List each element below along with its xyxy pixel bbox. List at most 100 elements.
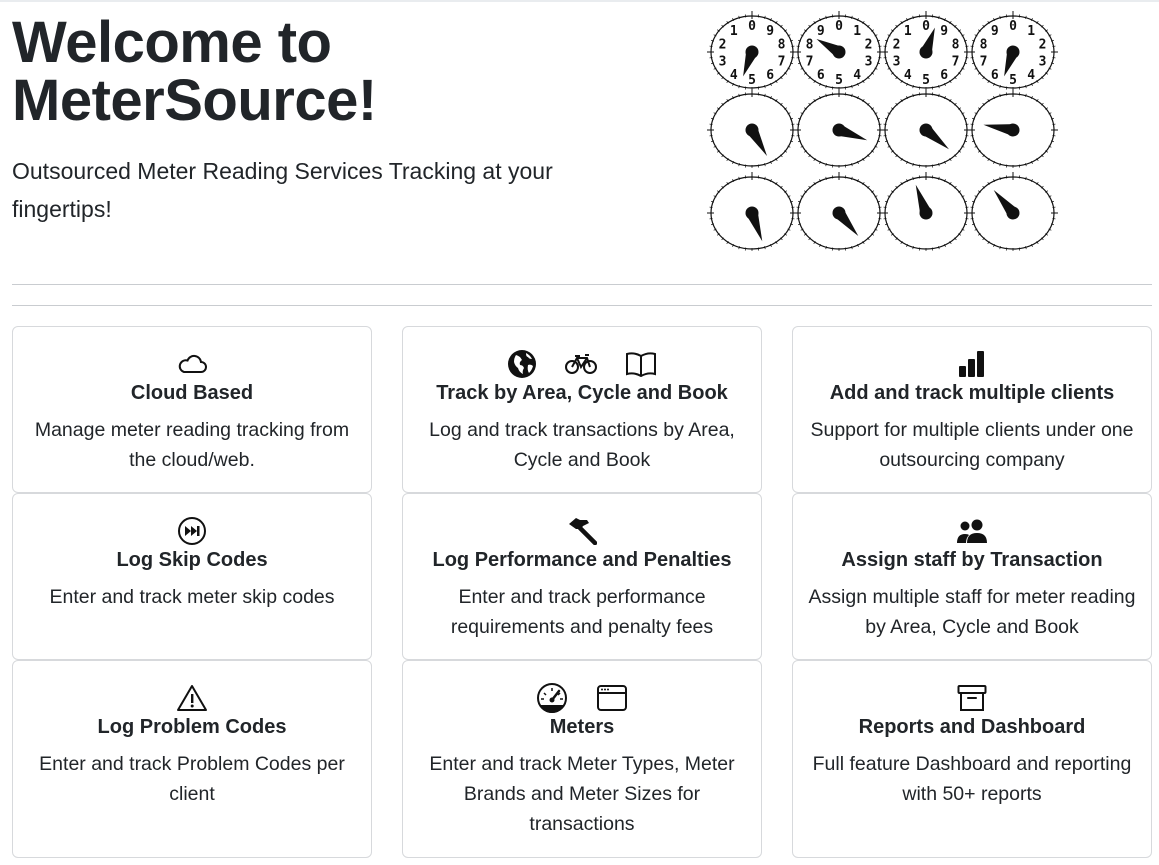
dial-number: 6 (940, 68, 948, 83)
meter-dial (707, 89, 797, 168)
dial-number: 4 (1027, 68, 1035, 83)
globe-icon (507, 349, 537, 379)
top-border (0, 0, 1159, 2)
meter-dial (881, 89, 971, 168)
meter-dial (794, 172, 884, 251)
meter-dial (881, 172, 971, 251)
feature-title: Log Skip Codes (116, 549, 268, 571)
feature-title: Assign staff by Transaction (841, 549, 1103, 571)
dial-number: 7 (980, 54, 988, 69)
feature-card-problem-codes: Log Problem Codes Enter and track Proble… (12, 660, 372, 858)
bicycle-icon (565, 353, 597, 375)
dial-number: 8 (778, 38, 786, 53)
divider (12, 305, 1152, 306)
feature-card-multiple-clients: Add and track multiple clients Support f… (792, 326, 1152, 493)
feature-card-reports: Reports and Dashboard Full feature Dashb… (792, 660, 1152, 858)
dial-number: 4 (853, 68, 861, 83)
feature-text: Log and track transactions by Area, Cycl… (429, 419, 735, 471)
meter-dial (794, 89, 884, 168)
meter-dial (968, 89, 1058, 168)
dial-number: 5 (748, 73, 756, 88)
dial-number: 7 (778, 54, 786, 69)
page-title: Welcome to MeterSource! (12, 14, 632, 130)
dial-number: 3 (1039, 54, 1047, 69)
feature-title: Track by Area, Cycle and Book (436, 382, 728, 404)
feature-text: Enter and track performance requirements… (450, 586, 714, 638)
dial-number: 9 (991, 24, 999, 39)
divider (12, 284, 1152, 285)
feature-card-assign-staff: Assign staff by Transaction Assign multi… (792, 493, 1152, 660)
feature-text: Enter and track Meter Types, Meter Brand… (429, 753, 735, 835)
dial-number: 3 (865, 54, 873, 69)
archive-icon (957, 684, 987, 712)
warning-triangle-icon (176, 684, 208, 712)
feature-title: Log Performance and Penalties (432, 549, 732, 571)
hero-subtitle: Outsourced Meter Reading Services Tracki… (12, 158, 553, 222)
dial-number: 9 (766, 24, 774, 39)
dial-number: 1 (1027, 24, 1035, 39)
dial-number: 0 (922, 19, 930, 34)
bar-chart-icon (958, 350, 986, 378)
title-line-2: MeterSource! (12, 68, 377, 133)
dial-number: 6 (991, 68, 999, 83)
title-line-1: Welcome to (12, 10, 332, 75)
meter-dial (707, 172, 797, 251)
meter-dial (968, 172, 1058, 251)
feature-title: Reports and Dashboard (858, 716, 1086, 738)
hero-section: Welcome to MeterSource! Outsourced Meter… (12, 14, 632, 228)
dial-number: 0 (748, 19, 756, 34)
dial-number: 1 (730, 24, 738, 39)
dial-number: 6 (817, 68, 825, 83)
feature-text: Enter and track meter skip codes (49, 586, 335, 608)
feature-card-skip-codes: Log Skip Codes Enter and track meter ski… (12, 493, 372, 660)
dial-number: 7 (952, 54, 960, 69)
window-icon (596, 684, 628, 712)
dial-number: 8 (806, 38, 814, 53)
dial-number: 4 (904, 68, 912, 83)
dial-number: 5 (922, 73, 930, 88)
dial-number: 9 (817, 24, 825, 39)
feature-title: Add and track multiple clients (829, 382, 1115, 404)
dial-number: 0 (1009, 19, 1017, 34)
dial-number: 3 (893, 54, 901, 69)
speedometer-icon (536, 683, 568, 713)
dial-number: 8 (952, 38, 960, 53)
feature-text: Manage meter reading tracking from the c… (34, 419, 350, 471)
dial-number: 5 (1009, 73, 1017, 88)
book-icon (625, 351, 657, 377)
dial-number: 3 (719, 54, 727, 69)
dial-number: 4 (730, 68, 738, 83)
dial-number: 5 (835, 73, 843, 88)
feature-card-track-area: Track by Area, Cycle and Book Log and tr… (402, 326, 762, 493)
dial-number: 2 (1039, 38, 1047, 53)
dial-number: 7 (806, 54, 814, 69)
dial-number: 8 (980, 38, 988, 53)
skip-forward-circle-icon (177, 516, 207, 546)
feature-card-performance: Log Performance and Penalties Enter and … (402, 493, 762, 660)
dial-number: 2 (719, 38, 727, 53)
dial-needle (983, 124, 1015, 136)
feature-title: Meters (549, 716, 615, 738)
feature-text: Enter and track Problem Codes per client (39, 753, 345, 805)
dial-number: 2 (893, 38, 901, 53)
feature-text: Full feature Dashboard and reporting wit… (812, 753, 1132, 805)
feature-text: Assign multiple staff for meter reading … (808, 586, 1136, 638)
hammer-icon (567, 517, 597, 545)
dial-number: 1 (904, 24, 912, 39)
feature-card-meters: Meters Enter and track Meter Types, Mete… (402, 660, 762, 858)
dial-number: 1 (853, 24, 861, 39)
dial-number: 6 (766, 68, 774, 83)
dial-number: 9 (940, 24, 948, 39)
feature-title: Cloud Based (130, 382, 254, 404)
dial-number: 0 (835, 19, 843, 34)
people-icon (956, 519, 988, 543)
cloud-icon (176, 351, 208, 377)
feature-title: Log Problem Codes (97, 716, 287, 738)
feature-card-cloud: Cloud Based Manage meter reading trackin… (12, 326, 372, 493)
feature-text: Support for multiple clients under one o… (810, 419, 1134, 471)
